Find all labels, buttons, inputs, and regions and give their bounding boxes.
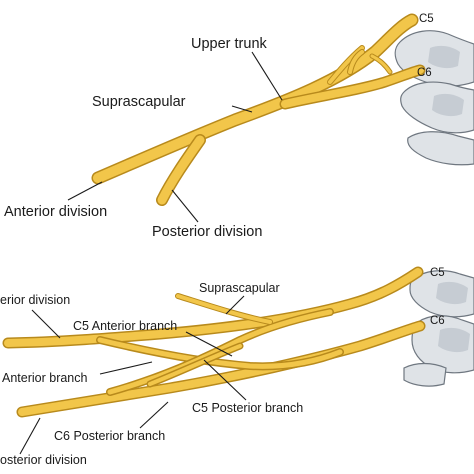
top-small-branches bbox=[327, 45, 393, 85]
bottom-c6-anterior-branch-leader bbox=[99, 361, 153, 375]
top-anterior-division-label: Anterior division bbox=[4, 204, 107, 220]
bottom-c5-posterior-branch-label: C5 Posterior branch bbox=[192, 401, 303, 415]
top-c5-root-label: C5 bbox=[419, 13, 434, 25]
upper-trunk-label: Upper trunk bbox=[191, 36, 268, 52]
bottom-suprascapular-nerve bbox=[175, 293, 273, 325]
top-suprascapular-leader bbox=[231, 105, 253, 113]
bottom-c6-root-nerve bbox=[16, 320, 426, 418]
top-posterior-division-label: Posterior division bbox=[152, 224, 262, 240]
bottom-suprascapular-label: Suprascapular bbox=[199, 281, 280, 295]
bottom-vertebrae bbox=[403, 270, 474, 387]
top-posterior-division-leader bbox=[171, 189, 199, 223]
bottom-c5-anterior-branch-leader bbox=[185, 331, 233, 357]
top-c6-root-nerve bbox=[279, 64, 426, 110]
top-suprascapular-label: Suprascapular bbox=[92, 94, 186, 110]
bottom-panel: C5 C6 Suprascapular erior division C5 An… bbox=[0, 266, 474, 467]
upper-trunk-leader bbox=[251, 51, 283, 101]
top-c6-root-label: C6 bbox=[417, 67, 432, 79]
bottom-c5-anterior-branch-label: C5 Anterior branch bbox=[73, 319, 177, 333]
bottom-posterior-division-leader bbox=[31, 309, 61, 339]
bottom-c6-root-label: C6 bbox=[430, 315, 445, 327]
bottom-c6-posterior-branch-label: C6 Posterior branch bbox=[54, 429, 165, 443]
top-posterior-division-nerve bbox=[156, 134, 206, 206]
bottom-anterior-division-label: osterior division bbox=[0, 453, 87, 467]
bottom-c5-posterior-branch-leader bbox=[203, 359, 247, 401]
top-vertebrae bbox=[394, 30, 474, 166]
bottom-crossing-branches bbox=[96, 308, 344, 396]
bottom-suprascapular-leader bbox=[225, 295, 245, 315]
top-panel: C5 C6 Upper trunk Suprascapular Anterior… bbox=[4, 13, 474, 240]
top-anterior-division-leader bbox=[67, 181, 103, 201]
bottom-c6-anterior-branch-label: Anterior branch bbox=[2, 371, 88, 385]
bottom-anterior-division-leader bbox=[19, 417, 41, 455]
bottom-c5-root-nerve bbox=[2, 266, 424, 349]
bottom-c5-root-label: C5 bbox=[430, 267, 445, 279]
bottom-c6-posterior-branch-leader bbox=[139, 401, 169, 429]
bottom-posterior-division-label: erior division bbox=[0, 293, 70, 307]
